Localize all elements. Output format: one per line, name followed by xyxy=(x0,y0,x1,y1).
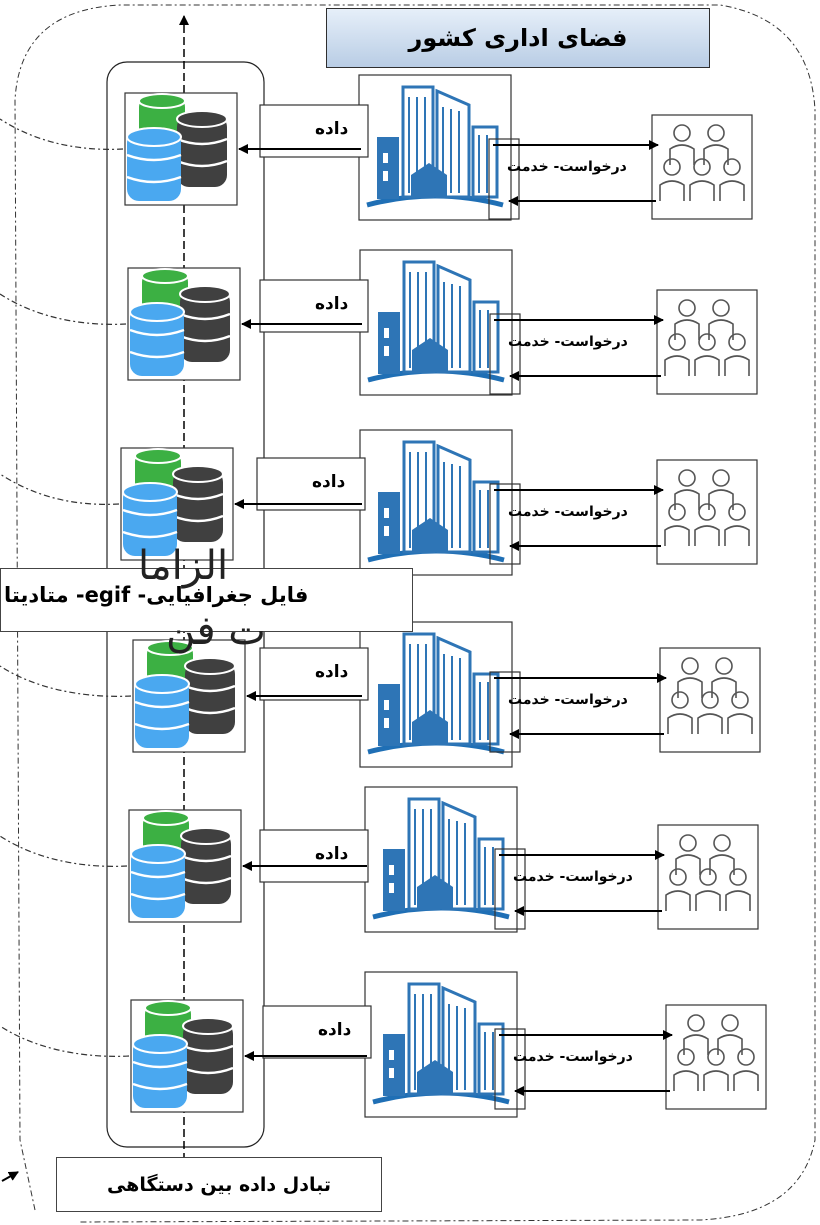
request-service-label: درخواست- خدمت xyxy=(508,504,628,520)
database-icon xyxy=(131,638,247,754)
agency-row xyxy=(0,250,758,395)
data-label: داده xyxy=(312,472,346,492)
request-box xyxy=(494,848,526,930)
request-box xyxy=(489,313,521,395)
request-box xyxy=(489,671,521,753)
data-label: داده xyxy=(318,1020,352,1040)
exchange-label: تبادل داده بین دستگاهی xyxy=(106,1173,332,1196)
request-service-label: درخواست- خدمت xyxy=(513,1049,633,1065)
agency-row xyxy=(0,972,767,1117)
request-service-label: درخواست- خدمت xyxy=(508,334,628,350)
request-service-label: درخواست- خدمت xyxy=(513,869,633,885)
data-label: داده xyxy=(315,294,349,314)
request-service-label: درخواست- خدمت xyxy=(508,692,628,708)
banner-overlap-line1: الزاما xyxy=(138,543,229,589)
exchange-box xyxy=(56,1157,382,1212)
agency-row xyxy=(0,430,758,575)
data-label: داده xyxy=(315,119,349,139)
boundary-link xyxy=(0,293,127,325)
banner-overlap-line2: ت فن xyxy=(166,608,266,654)
geo-banner xyxy=(0,568,413,632)
exchange-arrow-left xyxy=(1,1171,19,1182)
request-service-label: درخواست- خدمت xyxy=(507,159,627,175)
data-label: داده xyxy=(315,844,349,864)
request-box xyxy=(494,1028,526,1110)
agency-row xyxy=(0,787,759,932)
people-icon xyxy=(659,647,761,753)
boundary-link xyxy=(0,473,120,505)
data-label-box xyxy=(259,647,369,701)
building-icon xyxy=(360,430,512,575)
building-icon xyxy=(360,250,512,395)
page-title: فضای اداری کشور xyxy=(408,24,628,52)
agency-row xyxy=(0,622,761,767)
banner-text: فایل جغرافیایی- egif- متادیتا xyxy=(4,583,309,607)
people-icon xyxy=(656,459,758,565)
boundary-link xyxy=(0,835,128,867)
data-label-box xyxy=(259,829,369,883)
database-icon xyxy=(129,998,245,1114)
people-icon xyxy=(657,824,759,930)
request-box xyxy=(488,138,520,220)
building-icon xyxy=(360,622,512,767)
building-icon xyxy=(365,972,517,1117)
people-icon xyxy=(665,1004,767,1110)
database-icon xyxy=(123,91,239,207)
boundary-link xyxy=(0,118,124,150)
data-label-box xyxy=(256,457,366,511)
data-label-box xyxy=(262,1005,372,1059)
database-icon xyxy=(126,266,242,382)
building-icon xyxy=(365,787,517,932)
building-icon xyxy=(359,75,511,220)
agency-row xyxy=(0,75,753,220)
data-label: داده xyxy=(315,662,349,682)
people-icon xyxy=(651,114,753,220)
boundary-link xyxy=(0,665,132,697)
request-box xyxy=(489,483,521,565)
title-box xyxy=(326,8,710,68)
people-icon xyxy=(656,289,758,395)
database-icon xyxy=(127,808,243,924)
boundary-outline xyxy=(14,4,816,1223)
